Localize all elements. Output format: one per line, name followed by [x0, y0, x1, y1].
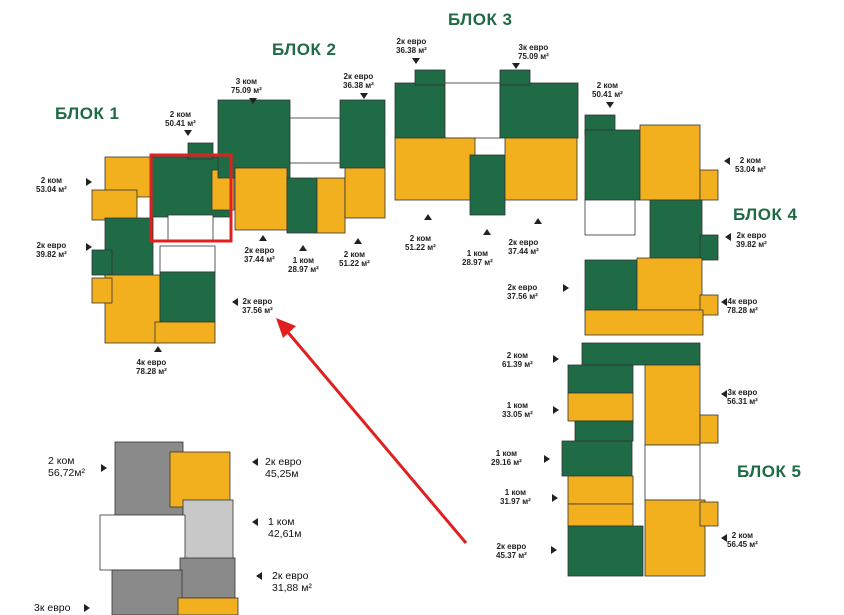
pointer-icon — [252, 518, 258, 526]
pointer-icon — [154, 346, 162, 352]
block-2-heading: БЛОК 2 — [272, 40, 337, 59]
pointer-icon — [724, 157, 730, 165]
pointer-icon — [424, 214, 432, 220]
pointer-icon — [86, 178, 92, 186]
pointer-icon — [551, 546, 557, 554]
pointer-icon — [721, 534, 727, 542]
pointer-icon — [259, 235, 267, 241]
pointer-icon — [483, 229, 491, 235]
pointer-icon — [553, 355, 559, 363]
block-3-heading: БЛОК 3 — [448, 10, 513, 29]
pointer-icon — [606, 102, 614, 108]
pointer-icon — [354, 238, 362, 244]
pointer-icon — [553, 406, 559, 414]
pointer-icon — [552, 494, 558, 502]
highlight-arrow-head — [276, 318, 296, 338]
block-5-plan — [561, 342, 719, 577]
pointer-icon — [299, 245, 307, 251]
detail-plan — [99, 441, 239, 615]
pointer-icon — [544, 455, 550, 463]
pointer-icon — [534, 218, 542, 224]
block-2-plan — [217, 99, 386, 234]
pointer-icon — [252, 458, 258, 466]
pointer-icon — [184, 130, 192, 136]
pointer-icon — [725, 233, 731, 241]
pointer-icon — [84, 604, 90, 612]
block-1-heading: БЛОК 1 — [55, 104, 120, 123]
block-1-plan — [91, 142, 235, 344]
pointer-icon — [721, 298, 727, 306]
block-4-plan — [584, 114, 719, 336]
pointer-icon — [256, 572, 262, 580]
block-3-plan — [394, 69, 579, 216]
highlight-arrow-line — [284, 329, 468, 544]
apartment-label: 3к евро — [34, 602, 71, 614]
pointer-icon — [721, 390, 727, 398]
block-5-heading: БЛОК 5 — [737, 462, 802, 481]
pointer-icon — [512, 63, 520, 69]
pointer-icon — [101, 464, 107, 472]
block-4-heading: БЛОК 4 — [733, 205, 798, 224]
pointer-icon — [360, 93, 368, 99]
pointer-icon — [249, 98, 257, 104]
highlight-frame — [149, 153, 233, 243]
pointer-icon — [563, 284, 569, 292]
pointer-icon — [232, 298, 238, 306]
pointer-icon — [412, 58, 420, 64]
pointer-icon — [86, 243, 92, 251]
